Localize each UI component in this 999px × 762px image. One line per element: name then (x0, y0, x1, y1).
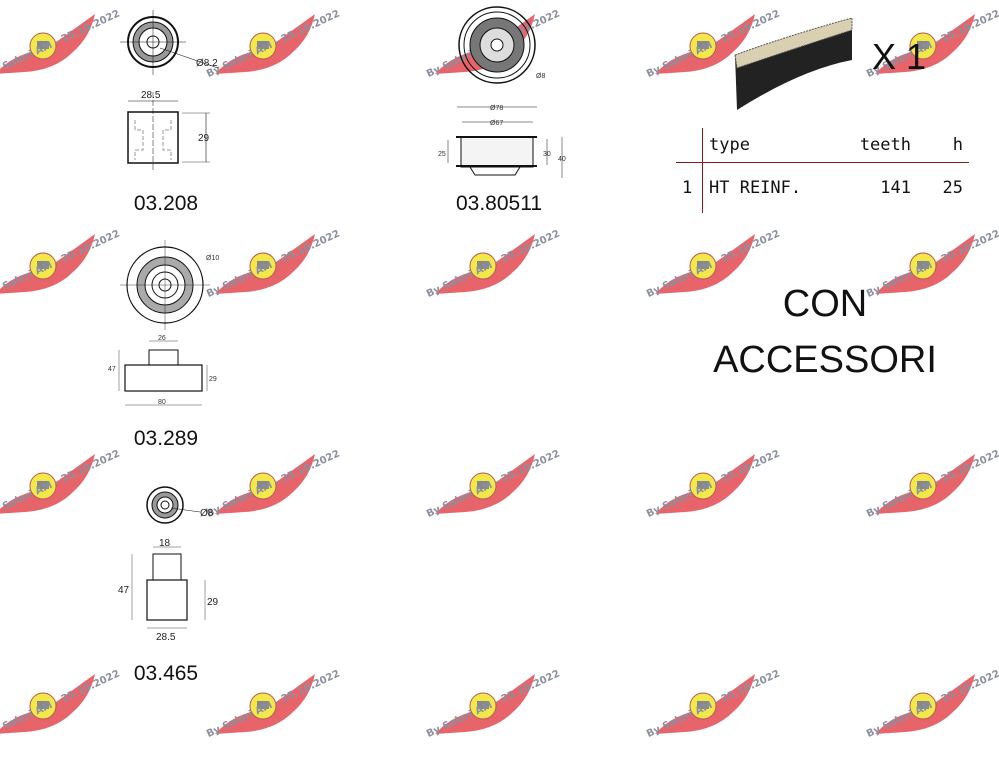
part-0380511-front-view (458, 6, 536, 84)
dim-text: 47 (108, 366, 116, 373)
note-line: CON (782, 283, 868, 325)
table-cell: 25 (942, 177, 963, 198)
technical-drawings: Ø8.2 28.5 29 Ø78 Ø67 25 30 40 Ø8 Ø10 26 … (108, 6, 853, 643)
dim-text: 47 (118, 585, 130, 596)
part-0380511-side-view (447, 106, 563, 178)
dim-text: Ø10 (206, 255, 219, 262)
dim-text: 28.5 (156, 632, 176, 643)
belt-spec-table: type teeth h 1 HT REINF. 141 25 (676, 128, 969, 213)
dim-text: 25 (438, 151, 446, 158)
table-header-row: type teeth h (676, 128, 969, 163)
dim-text: 26 (158, 335, 166, 342)
dim-text: 18 (159, 538, 171, 549)
note-line: ACCESSORI (713, 339, 937, 381)
part-code-label: 03.80511 (455, 192, 543, 215)
dim-text: Ø8.2 (196, 58, 218, 69)
belt-quantity: X 1 (872, 36, 927, 77)
part-03289-side-view (118, 340, 208, 406)
table-row: 1 HT REINF. 141 25 (676, 162, 969, 213)
dim-text: Ø67 (490, 120, 503, 127)
accessories-note: CON ACCESSORI (690, 276, 960, 388)
table-header: teeth (845, 128, 917, 163)
part-03465-front-view (146, 486, 201, 524)
dim-text: 29 (198, 133, 210, 144)
dim-text: Ø78 (490, 105, 503, 112)
table-cell: 141 (880, 177, 911, 198)
part-code-label: 03.208 (133, 192, 199, 215)
table-cell: HT REINF. (709, 177, 802, 198)
dim-text: Ø8 (536, 73, 545, 80)
timing-belt-image (734, 17, 853, 110)
part-03208-front-view (120, 10, 219, 75)
dim-text: 29 (209, 376, 217, 383)
table-header: type (702, 128, 845, 163)
part-code-label: 03.289 (133, 427, 199, 450)
table-cell: 1 (676, 162, 703, 213)
table-header (676, 128, 703, 163)
part-03208-side-view (127, 92, 210, 172)
part-03465-side-view (131, 546, 206, 629)
dim-text: 80 (158, 399, 166, 406)
dim-text: 40 (558, 156, 566, 163)
part-03289-front-view (120, 240, 210, 330)
dim-text: 29 (207, 597, 219, 608)
dim-text: 30 (543, 151, 551, 158)
dim-text: 28.5 (141, 90, 161, 101)
table-header: h (917, 128, 969, 163)
dim-text: Ø8 (200, 508, 214, 519)
part-code-label: 03.465 (133, 662, 199, 685)
